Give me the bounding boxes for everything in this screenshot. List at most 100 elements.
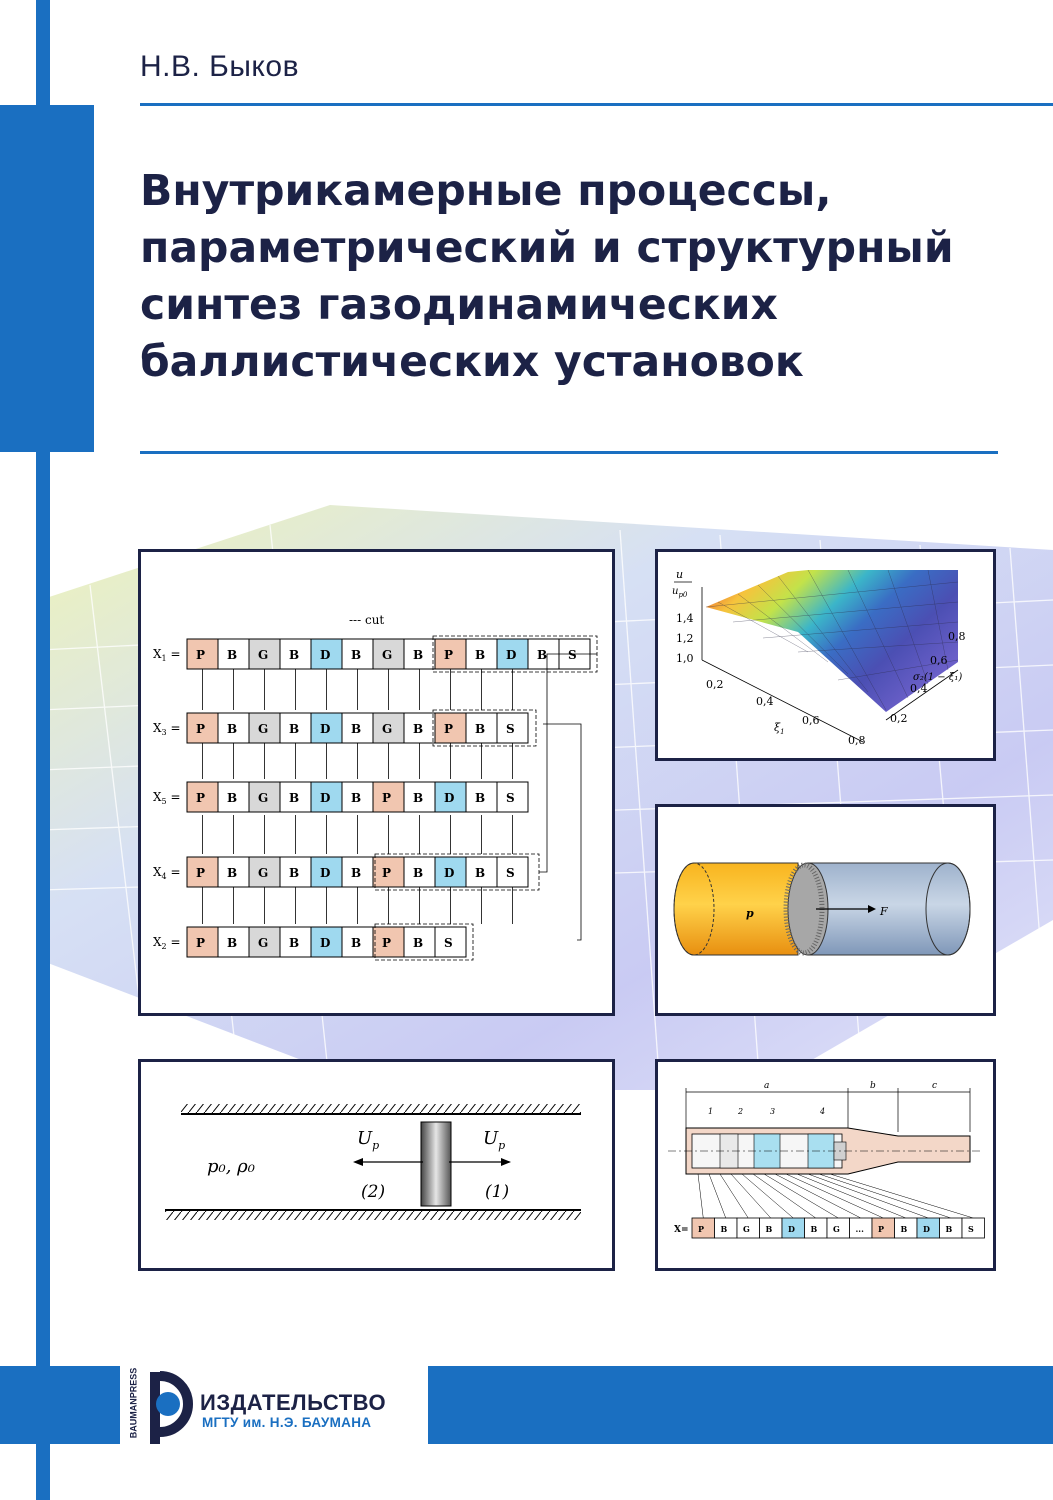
structure-cell	[310, 926, 343, 958]
structure-cell	[341, 712, 374, 744]
bottom-left-bar	[0, 1366, 120, 1444]
z-tick: 1,2	[676, 632, 694, 645]
structure-cell-label: B	[475, 648, 485, 662]
structure-cell	[217, 712, 250, 744]
structure-cell-label: D	[506, 648, 516, 662]
leader-line	[708, 1173, 726, 1219]
velocity-right-label: Up	[483, 1128, 505, 1152]
cut-box	[432, 709, 537, 747]
structure-cell-label: G	[382, 722, 392, 736]
structure-cell	[341, 781, 374, 813]
structure-cell-label: P	[196, 936, 205, 950]
surface-plot-panel: u up0 1,4 1,2 1,0 0,2 0,4 0,6 0,8 ξ1 0,8…	[655, 549, 996, 761]
structure-cell-label: G	[258, 791, 268, 805]
y-tick: 0,4	[910, 682, 928, 695]
structure-cell-label: B	[289, 936, 299, 950]
vector-cell-label: P	[878, 1224, 884, 1234]
leader-line	[796, 1173, 906, 1219]
structure-cell	[496, 781, 529, 813]
structure-cell-label: P	[444, 648, 453, 662]
leader-line	[719, 1173, 749, 1219]
vector-cell-label: B	[766, 1224, 773, 1234]
structure-cell-label: B	[351, 722, 361, 736]
z-axis-label-den: up0	[672, 586, 688, 599]
part-3-label: 3	[770, 1107, 775, 1116]
leader-line	[829, 1173, 974, 1219]
section-c-label: c	[932, 1081, 937, 1091]
leader-line	[807, 1173, 929, 1219]
structure-cell	[248, 926, 281, 958]
feedback-lines	[539, 653, 597, 941]
structure-cell-label: P	[196, 791, 205, 805]
structure-cell-label: D	[444, 866, 454, 880]
vector-cell-label: B	[721, 1224, 728, 1234]
structure-cell-label: B	[475, 866, 485, 880]
publisher-vertical-text: BAUMANPRESS	[128, 1367, 146, 1448]
structure-cell-label: P	[196, 722, 205, 736]
piston-figure: Up Up p₀, ρ₀ (2) (1)	[165, 1104, 581, 1220]
publisher-logo-mark	[150, 1371, 193, 1444]
vector-cell-label: D	[788, 1224, 795, 1234]
book-title: Внутрикамерные процессы, параметрический…	[140, 163, 1040, 391]
y-tick: 0,2	[890, 712, 908, 725]
structure-cell-label: B	[413, 791, 423, 805]
structure-cell-label: D	[320, 791, 330, 805]
structure-cell-label: D	[320, 936, 330, 950]
structure-cell	[248, 638, 281, 670]
y-tick: 0,8	[948, 630, 966, 643]
row-label: X1 =	[153, 647, 181, 663]
gas-state-label: p₀, ρ₀	[207, 1156, 255, 1177]
region-2-label: (2)	[361, 1182, 385, 1202]
leader-line	[818, 1173, 951, 1219]
leader-line	[741, 1173, 794, 1219]
part-1-label: 1	[708, 1107, 713, 1116]
structure-cell-label: B	[351, 936, 361, 950]
structure-cell-label: B	[289, 866, 299, 880]
structure-cell	[341, 638, 374, 670]
structure-cell	[496, 712, 529, 744]
structure-cell-label: D	[444, 791, 454, 805]
leader-line	[763, 1173, 839, 1219]
structure-cell-label: B	[413, 866, 423, 880]
y-tick: 0,6	[930, 654, 948, 667]
pressure-label: p	[746, 907, 754, 920]
x-tick: 0,8	[848, 734, 866, 747]
structure-cell-label: B	[475, 791, 485, 805]
leader-line	[785, 1173, 884, 1219]
title-line: параметрический и структурный	[140, 224, 954, 273]
z-tick: 1,0	[676, 652, 694, 665]
section-b-label: b	[870, 1081, 876, 1091]
vector-cell-label: S	[968, 1224, 974, 1234]
structure-cell	[310, 781, 343, 813]
structure-cell	[186, 781, 219, 813]
publisher-vertical-label: BAUMANPRESS	[128, 1367, 139, 1439]
structure-cell-label: P	[382, 791, 391, 805]
structure-cell-label: B	[537, 648, 547, 662]
vector-cell-label: G	[833, 1224, 840, 1234]
cylinder-panel: p F	[655, 804, 996, 1016]
vector-label: X=	[674, 1225, 689, 1235]
vector-cell-label: B	[811, 1224, 818, 1234]
leader-line	[774, 1173, 861, 1219]
structure-cell-label: G	[382, 648, 392, 662]
leader-line	[730, 1173, 771, 1219]
structure-cell-label: P	[196, 648, 205, 662]
row-label: X5 =	[153, 790, 181, 806]
structure-cell	[465, 856, 498, 888]
structure-cell-label: G	[258, 648, 268, 662]
part-2-label: 2	[737, 1107, 743, 1116]
structure-cell	[279, 781, 312, 813]
structure-cell-label: B	[351, 866, 361, 880]
row-label: X3 =	[153, 721, 181, 737]
publisher-name: ИЗДАТЕЛЬСТВО	[200, 1390, 387, 1415]
structure-cell	[434, 638, 467, 670]
structure-cell-label: G	[258, 936, 268, 950]
structure-cell-label: S	[568, 648, 577, 662]
structure-cell	[341, 856, 374, 888]
x-tick: 0,4	[756, 695, 774, 708]
cut-legend: --- cut	[349, 613, 384, 627]
velocity-left-label: Up	[357, 1128, 379, 1152]
